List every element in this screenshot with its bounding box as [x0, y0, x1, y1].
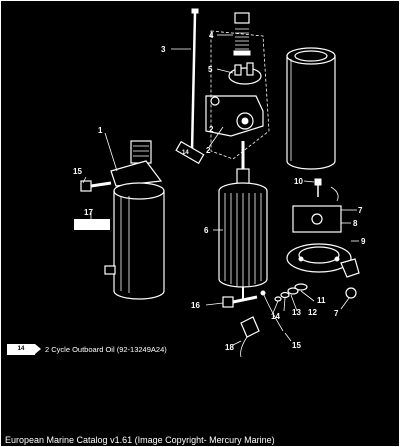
starter-motor-exploded-diagram: 14 [73, 8, 366, 358]
part-spring-nut-assembly [233, 12, 251, 56]
callout-13: 13 [292, 308, 301, 317]
callout-18: 18 [225, 343, 234, 352]
callout-7-lower: 7 [334, 309, 339, 318]
oil-tube-badge-text: 14 [182, 150, 189, 156]
part-end-cap [205, 95, 264, 137]
part-bolt-upper [80, 180, 112, 192]
callout-10: 10 [294, 177, 303, 186]
lubricant-legend: 14 2 Cycle Outboard Oil (92-13249A24) [7, 344, 167, 355]
lubricant-note-text: 2 Cycle Outboard Oil (92-13249A24) [45, 345, 167, 354]
part-end-plate [286, 243, 352, 273]
part-through-bolt [190, 8, 199, 152]
callout-3: 3 [161, 45, 166, 54]
part-cable [262, 292, 284, 332]
part-bolt-lower [222, 295, 258, 308]
callout-15-upper: 15 [73, 167, 82, 176]
callout-labels: 3 4 5 2 2 1 15 17 6 10 7 8 9 11 7 12 13 … [73, 31, 366, 352]
part-boot [240, 316, 260, 358]
part-armature [218, 141, 268, 301]
lubricant-badge: 14 [7, 344, 41, 355]
callout-14: 14 [271, 312, 280, 321]
callout-16: 15 [292, 341, 301, 350]
callout-1: 1 [98, 126, 103, 135]
decal-label-part [74, 219, 110, 230]
callout-15-lower: 16 [191, 301, 200, 310]
part-small-hardware [274, 283, 308, 302]
callout-8: 8 [353, 219, 358, 228]
part-starter-motor [104, 140, 165, 300]
callout-6: 6 [204, 226, 209, 235]
part-brush-holder-top [228, 62, 262, 85]
part-screw-small [314, 178, 339, 202]
part-terminal [340, 258, 360, 299]
callout-5: 5 [208, 65, 213, 74]
leader-lines [82, 34, 359, 346]
callout-7-upper: 7 [358, 206, 363, 215]
callout-2-upper: 2 [209, 125, 214, 134]
catalog-caption: European Marine Catalog v1.61 (Image Cop… [5, 435, 275, 445]
callout-2-lower: 2 [206, 146, 211, 155]
callout-17: 17 [84, 208, 93, 217]
part-frame-cylinder [286, 47, 336, 170]
callout-11: 11 [317, 296, 326, 305]
callout-12: 12 [308, 308, 317, 317]
part-brush-plate [292, 205, 342, 233]
callout-4: 4 [209, 31, 214, 40]
callout-9: 9 [361, 237, 366, 246]
part-oil-tube-badge: 14 [175, 140, 205, 165]
